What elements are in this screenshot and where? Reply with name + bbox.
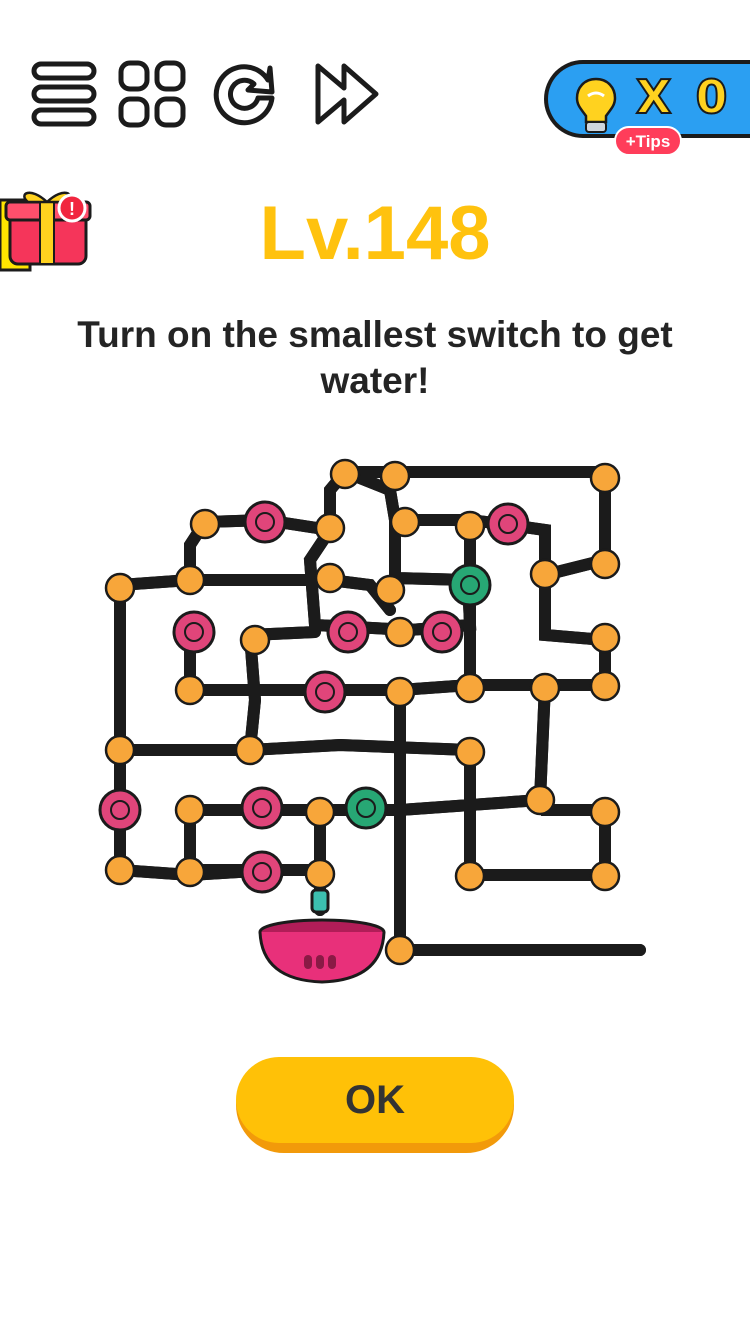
switches[interactable] bbox=[98, 500, 530, 894]
switch-s10[interactable] bbox=[344, 786, 388, 830]
levels-button[interactable] bbox=[116, 58, 188, 130]
skip-icon bbox=[315, 63, 379, 125]
add-tips-button[interactable]: +Tips bbox=[614, 126, 682, 156]
bowl bbox=[258, 918, 386, 984]
ok-button-label: OK bbox=[236, 1057, 514, 1143]
lightbulb-icon bbox=[575, 77, 617, 133]
restart-button[interactable] bbox=[210, 58, 282, 130]
skip-button[interactable] bbox=[310, 58, 382, 130]
switch-s9[interactable] bbox=[240, 786, 284, 830]
menu-icon bbox=[31, 61, 97, 127]
tips-count-text: X 0 bbox=[635, 69, 732, 125]
menu-button[interactable] bbox=[28, 58, 100, 130]
switch-s4[interactable] bbox=[172, 610, 216, 654]
tips-counter[interactable]: X 0 bbox=[544, 60, 750, 138]
switch-s6[interactable] bbox=[420, 610, 464, 654]
pipe-joints bbox=[104, 458, 621, 966]
puzzle-prompt: Turn on the smallest switch to get water… bbox=[77, 314, 673, 401]
gift-icon: ! bbox=[0, 191, 92, 272]
switch-s3[interactable] bbox=[448, 563, 492, 607]
switch-s7[interactable] bbox=[303, 670, 347, 714]
switch-s11[interactable] bbox=[240, 850, 284, 894]
grid-icon bbox=[118, 60, 186, 128]
pipe-puzzle: .pipe { fill:none; stroke:#1b1b1b; strok… bbox=[98, 458, 646, 984]
restart-icon bbox=[213, 64, 275, 126]
gift-badge: ! bbox=[69, 199, 75, 219]
gift-button[interactable]: ! bbox=[0, 182, 96, 274]
switch-s1[interactable] bbox=[243, 500, 287, 544]
switch-s5[interactable] bbox=[326, 610, 370, 654]
switch-s2[interactable] bbox=[486, 502, 530, 546]
switch-s8[interactable] bbox=[98, 788, 142, 832]
ok-button[interactable]: OK bbox=[236, 1057, 514, 1153]
level-title: Lv.148 bbox=[259, 191, 491, 276]
